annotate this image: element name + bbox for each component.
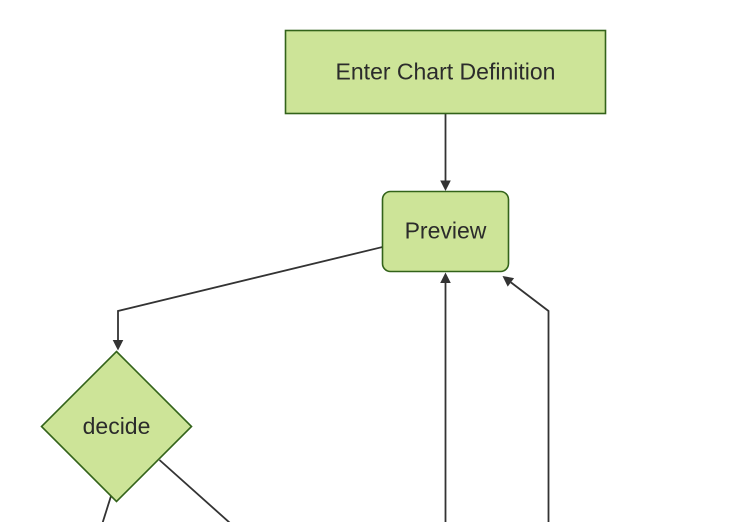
arrowhead [440, 272, 451, 283]
node-preview-label: Preview [405, 218, 487, 244]
edge-decide-to-offscreen-left [101, 495, 112, 522]
node-enter-chart-definition-shape [284, 29, 607, 115]
arrowhead [440, 180, 451, 191]
edge-preview-to-decide [112, 246, 383, 351]
edge-decide-to-offscreen-right [158, 459, 231, 522]
node-preview-shape [381, 190, 510, 273]
edge-offscreen-center-to-preview [440, 272, 451, 522]
node-decide: decide [40, 350, 193, 503]
node-enter-chart-definition-label: Enter Chart Definition [336, 59, 556, 85]
node-decide-shape [40, 350, 193, 503]
edge-line [510, 281, 550, 522]
node-decide-label: decide [83, 413, 151, 439]
arrowhead [502, 276, 515, 287]
edge-line [117, 246, 383, 341]
edge-line [158, 459, 231, 522]
arrowhead [112, 340, 124, 351]
edge-enter-chart-definition-to-preview [440, 114, 451, 191]
edge-line [101, 495, 112, 522]
edge-offscreen-right-to-preview [502, 276, 550, 522]
node-preview: Preview [381, 190, 510, 273]
node-enter-chart-definition: Enter Chart Definition [284, 29, 607, 115]
